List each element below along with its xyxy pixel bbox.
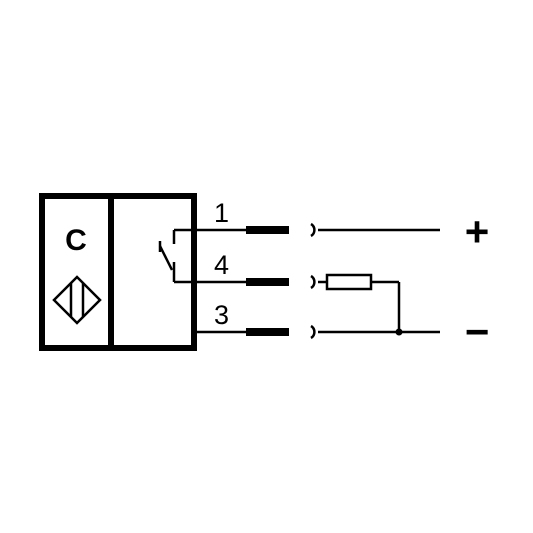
negative-terminal-sign: − <box>465 308 490 355</box>
positive-terminal-sign: + <box>465 208 490 255</box>
switch-contact-icon <box>158 228 250 284</box>
switch-blade <box>158 245 174 271</box>
junction-dot <box>395 328 403 336</box>
socket-1-icon <box>310 222 316 238</box>
sensing-face-diamond <box>52 275 102 325</box>
pin-label-1: 1 <box>214 198 229 228</box>
load-resistor-icon <box>325 273 373 291</box>
socket-3-icon <box>310 324 316 340</box>
pin-label-4: 4 <box>214 250 229 280</box>
connector-pins <box>246 226 289 336</box>
socket-4-icon <box>310 274 316 290</box>
sensor-body-outline <box>39 193 197 351</box>
sensor-housing <box>39 193 197 351</box>
pin-label-3: 3 <box>214 300 229 330</box>
sensing-face-icon <box>52 275 102 325</box>
sensor-type-letter: C <box>65 224 87 257</box>
connector-sockets <box>310 222 316 340</box>
external-wiring <box>318 228 440 334</box>
